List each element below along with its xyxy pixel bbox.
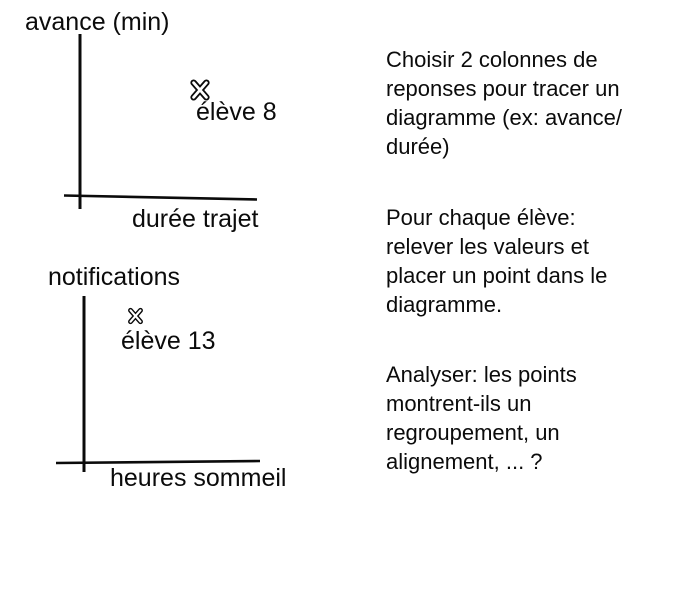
diagram1-point-x-marker-icon: [190, 79, 210, 101]
diagram2-point-x-marker-icon: [128, 307, 143, 325]
diagram1-x-axis-line: [63, 194, 258, 201]
diagram1-x-axis-label: durée trajet: [132, 205, 259, 233]
note-analyser-points: Analyser: les points montrent-ils un reg…: [386, 362, 577, 474]
diagram2-x-axis-label: heures sommeil: [110, 464, 287, 492]
diagram2-y-axis-label: notifications: [48, 263, 181, 291]
note-pour-chaque-eleve: Pour chaque élève: relever les valeurs e…: [386, 205, 608, 317]
diagram1-y-axis-label: avance (min): [25, 8, 170, 36]
diagram2-point-label: élève 13: [121, 327, 216, 355]
note-choisir-colonnes: Choisir 2 colonnes de reponses pour trac…: [386, 47, 622, 159]
diagram1-point-label: élève 8: [196, 98, 277, 126]
